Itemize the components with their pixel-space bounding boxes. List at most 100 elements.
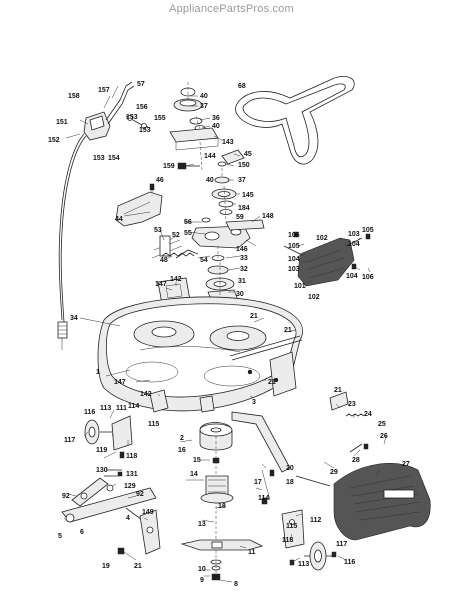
idler-arm-assembly [151,217,265,259]
callout-4: 4 [126,515,130,522]
callout-18b: 18 [218,503,226,510]
callout-130: 130 [96,467,108,474]
callout-113b: 113 [298,561,309,568]
front-lift-linkage [61,469,161,555]
callout-10: 10 [198,566,206,573]
callout-118a: 118 [126,453,137,460]
callout-151: 151 [56,119,68,126]
callout-114a: 114 [128,403,139,410]
callout-155: 155 [154,115,166,122]
callout-54: 54 [200,257,208,264]
callout-9: 9 [200,577,204,584]
callout-111: 111 [116,405,127,412]
callout-52: 52 [172,232,180,239]
callout-1: 1 [96,369,100,376]
callout-55: 55 [184,230,192,237]
callout-92a: 92 [62,493,70,500]
callout-144: 144 [204,153,216,160]
callout-21a: 21 [250,313,258,320]
callout-21b: 21 [284,327,292,334]
callout-15: 15 [193,457,201,464]
callout-18a: 18 [286,479,294,486]
left-gauge-wheel [84,415,133,459]
callout-40a: 40 [200,93,208,100]
site-watermark: AppliancePartsPros.com [169,3,294,15]
callout-33: 33 [240,255,248,262]
callout-30: 30 [236,291,244,298]
callout-31: 31 [238,278,246,285]
callout-23: 23 [348,401,356,408]
callout-152: 152 [48,137,60,144]
callout-21c: 21 [268,379,276,386]
callout-29: 29 [330,469,338,476]
callout-27: 27 [402,461,410,468]
callout-25: 25 [378,421,386,428]
callout-37b: 37 [238,177,246,184]
callout-32: 32 [240,266,248,273]
callout-26: 26 [380,433,388,440]
callout-131: 131 [126,471,138,478]
callout-153b: 153 [139,127,151,134]
callout-57: 57 [137,81,145,88]
callout-145: 145 [242,192,254,199]
callout-44: 44 [115,216,123,223]
callout-104c: 104 [346,273,358,280]
callout-40b: 40 [212,123,220,130]
callout-103a: 103 [288,266,300,273]
callout-20: 20 [286,465,294,472]
lift-lever-assembly [57,81,151,350]
right-belt-shield [283,231,371,287]
callout-118b: 118 [282,537,293,544]
callout-102b: 102 [308,294,320,301]
callout-21d: 21 [134,563,142,570]
callout-46: 46 [156,177,164,184]
callout-36: 36 [212,115,220,122]
callout-142a: 142 [170,276,182,283]
mower-deck-housing [97,296,303,413]
callout-117b: 117 [336,541,347,548]
callout-154: 154 [108,155,120,162]
callout-92b: 92 [136,491,144,498]
callout-102a: 102 [316,235,328,242]
callout-105b: 105 [362,227,374,234]
callout-45: 45 [244,151,252,158]
callout-158: 158 [68,93,80,100]
callout-117a: 117 [64,437,75,444]
callout-3: 3 [252,399,256,406]
callout-115b: 115 [286,523,297,530]
spindle-and-blade [180,422,264,581]
callout-17: 17 [254,479,262,486]
callout-6: 6 [80,529,84,536]
callout-113a: 113 [100,405,111,412]
callout-112: 112 [310,517,321,524]
callout-119: 119 [96,447,107,454]
callout-28: 28 [352,457,360,464]
callout-184: 184 [238,205,250,212]
callout-148: 148 [262,213,274,220]
callout-11: 11 [248,549,256,556]
callout-8: 8 [234,581,238,588]
callout-101: 101 [294,283,306,290]
callout-5: 5 [58,533,62,540]
callout-21e: 21 [334,387,342,394]
callout-68: 68 [238,83,246,90]
callout-156: 156 [136,104,148,111]
callout-150: 150 [238,162,250,169]
callout-106b: 106 [362,274,374,281]
tension-spring [161,252,195,257]
callout-146: 146 [236,246,248,253]
callout-53: 53 [154,227,162,234]
callout-149: 149 [142,509,154,516]
callout-24: 24 [364,411,372,418]
callout-37a: 37 [200,103,208,110]
callout-153a: 153 [126,114,138,121]
callout-40c: 40 [206,177,214,184]
callout-13: 13 [198,521,206,528]
discharge-chute [295,391,431,541]
callout-104b: 104 [348,241,360,248]
callout-labels: 57 158 157 156 153 155 151 153 152 153 1… [48,81,410,588]
callout-16: 16 [178,447,186,454]
callout-48: 48 [160,257,168,264]
callout-159: 159 [163,163,175,170]
